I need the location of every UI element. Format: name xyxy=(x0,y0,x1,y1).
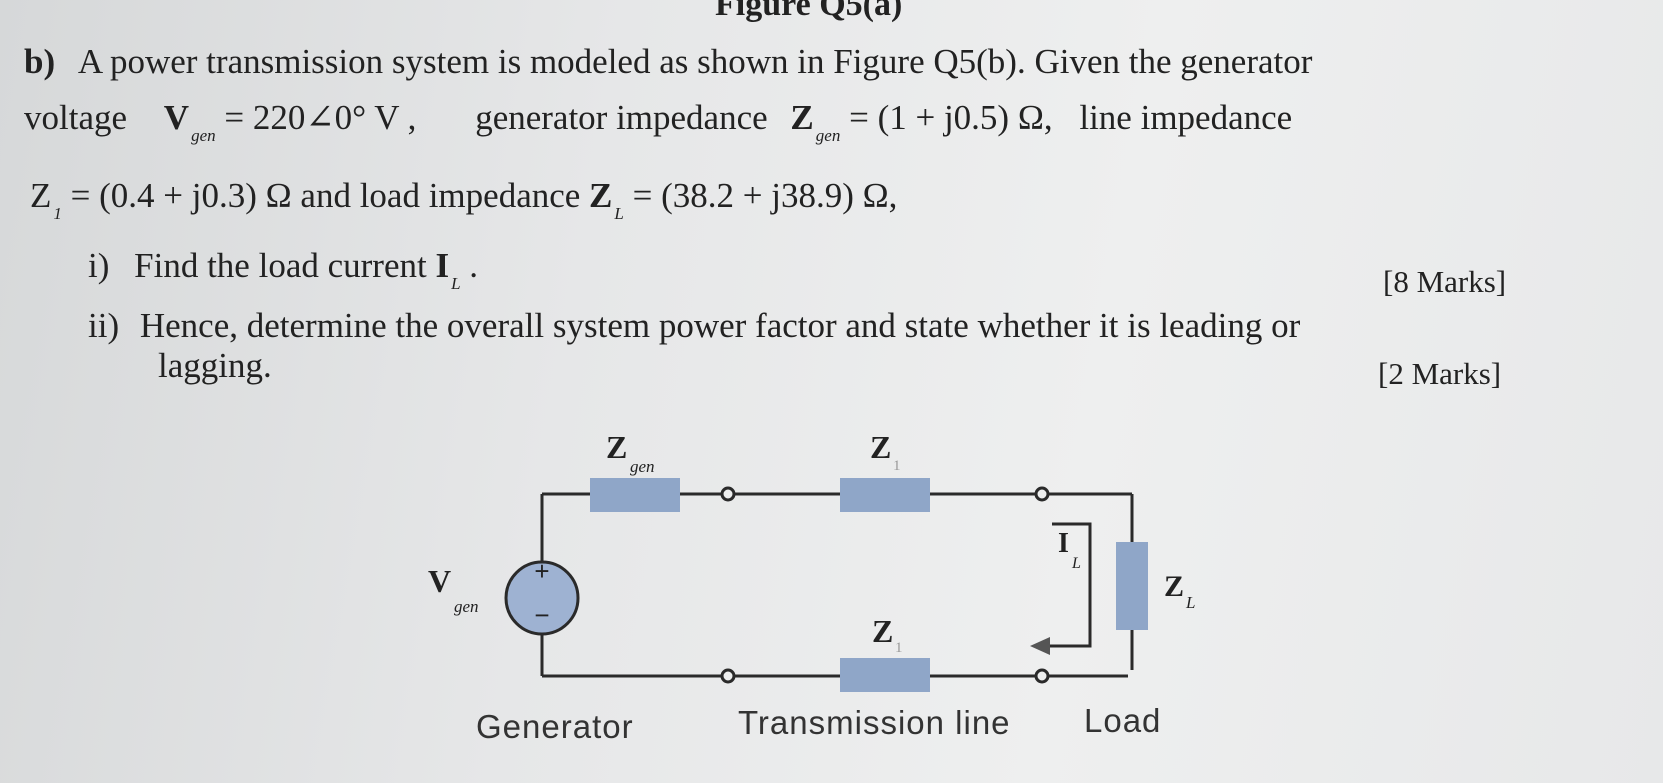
zgen-label-sub: gen xyxy=(630,457,655,476)
part-ii-marks: [2 Marks] xyxy=(1378,356,1502,391)
il-label: I xyxy=(1058,528,1069,559)
zl-symbol: Z xyxy=(589,176,613,215)
z1-symbol: Z xyxy=(30,176,52,215)
question-label: b) xyxy=(24,42,56,81)
question-line-1: b) A power transmission system is modele… xyxy=(24,42,1312,82)
zgen-label: Z xyxy=(606,429,627,465)
z1-bottom-label-sub: 1 xyxy=(895,640,903,656)
z1-top-label-sub: 1 xyxy=(893,458,901,474)
circuit-labels: Z gen Z 1 Z 1 V gen I L Z L xyxy=(428,429,1195,656)
voltage-word: voltage xyxy=(24,98,128,137)
vgen-symbol: V xyxy=(163,98,190,137)
zl-label-sub: L xyxy=(1185,593,1195,612)
vgen-label-sub: gen xyxy=(454,597,479,616)
zl-subscript: L xyxy=(614,204,624,223)
zgen-impedance xyxy=(590,478,680,512)
source-minus-sign: − xyxy=(534,600,549,630)
terminal-bottom-left xyxy=(720,668,736,684)
z1-top-impedance xyxy=(840,478,930,512)
z1-value: = (0.4 + j0.3) Ω and load impedance xyxy=(70,176,581,215)
z1-bottom-label: Z xyxy=(872,613,893,649)
part-ii-text-line1: Hence, determine the overall system powe… xyxy=(139,306,1301,345)
voltage-source-icon xyxy=(504,560,580,636)
vgen-label: V xyxy=(428,563,451,599)
transmission-line-section-label: Transmission line xyxy=(738,704,1011,741)
circuit-wires xyxy=(540,492,1134,678)
zgen-symbol: Z xyxy=(790,98,814,137)
current-loop-path xyxy=(1046,522,1092,648)
terminals xyxy=(720,486,1050,684)
z1-bottom-impedance xyxy=(840,658,930,692)
current-arrow-icon xyxy=(1030,637,1050,655)
zl-label: Z xyxy=(1164,570,1184,603)
z1-subscript: 1 xyxy=(53,204,62,223)
part-i-end: . xyxy=(469,246,479,285)
part-ii: ii) Hence, determine the overall system … xyxy=(88,306,1300,346)
part-i-text: Find the load current xyxy=(134,246,427,285)
z1-top-label: Z xyxy=(870,429,891,465)
il-symbol: I xyxy=(435,246,450,285)
terminal-top-right xyxy=(1034,486,1050,502)
part-i-label: i) xyxy=(88,246,110,285)
zl-value: = (38.2 + j38.9) Ω, xyxy=(632,176,898,215)
generator-section-label: Generator xyxy=(476,708,634,745)
figure-caption: Figure Q5(a) xyxy=(715,0,903,23)
vgen-subscript: gen xyxy=(191,126,216,145)
il-subscript: L xyxy=(451,274,461,293)
load-section-label: Load xyxy=(1084,702,1162,739)
part-ii-label: ii) xyxy=(88,306,120,345)
zl-load-impedance xyxy=(1116,542,1148,630)
zgen-value: = (1 + j0.5) Ω, xyxy=(849,98,1053,137)
il-label-sub: L xyxy=(1071,555,1081,572)
terminal-bottom-right xyxy=(1034,668,1050,684)
generator-impedance-words: generator impedance xyxy=(475,98,768,137)
zgen-subscript: gen xyxy=(815,126,841,145)
vgen-value: = 220∠0° V , xyxy=(224,98,417,137)
terminal-top-left xyxy=(720,486,736,502)
source-plus-sign: + xyxy=(534,556,549,586)
line-impedance-words: line impedance xyxy=(1079,98,1293,137)
part-i-marks: [8 Marks] xyxy=(1383,264,1507,299)
question-line1-text: A power transmission system is modeled a… xyxy=(77,42,1313,81)
part-ii-text-line2: lagging. xyxy=(158,346,272,385)
